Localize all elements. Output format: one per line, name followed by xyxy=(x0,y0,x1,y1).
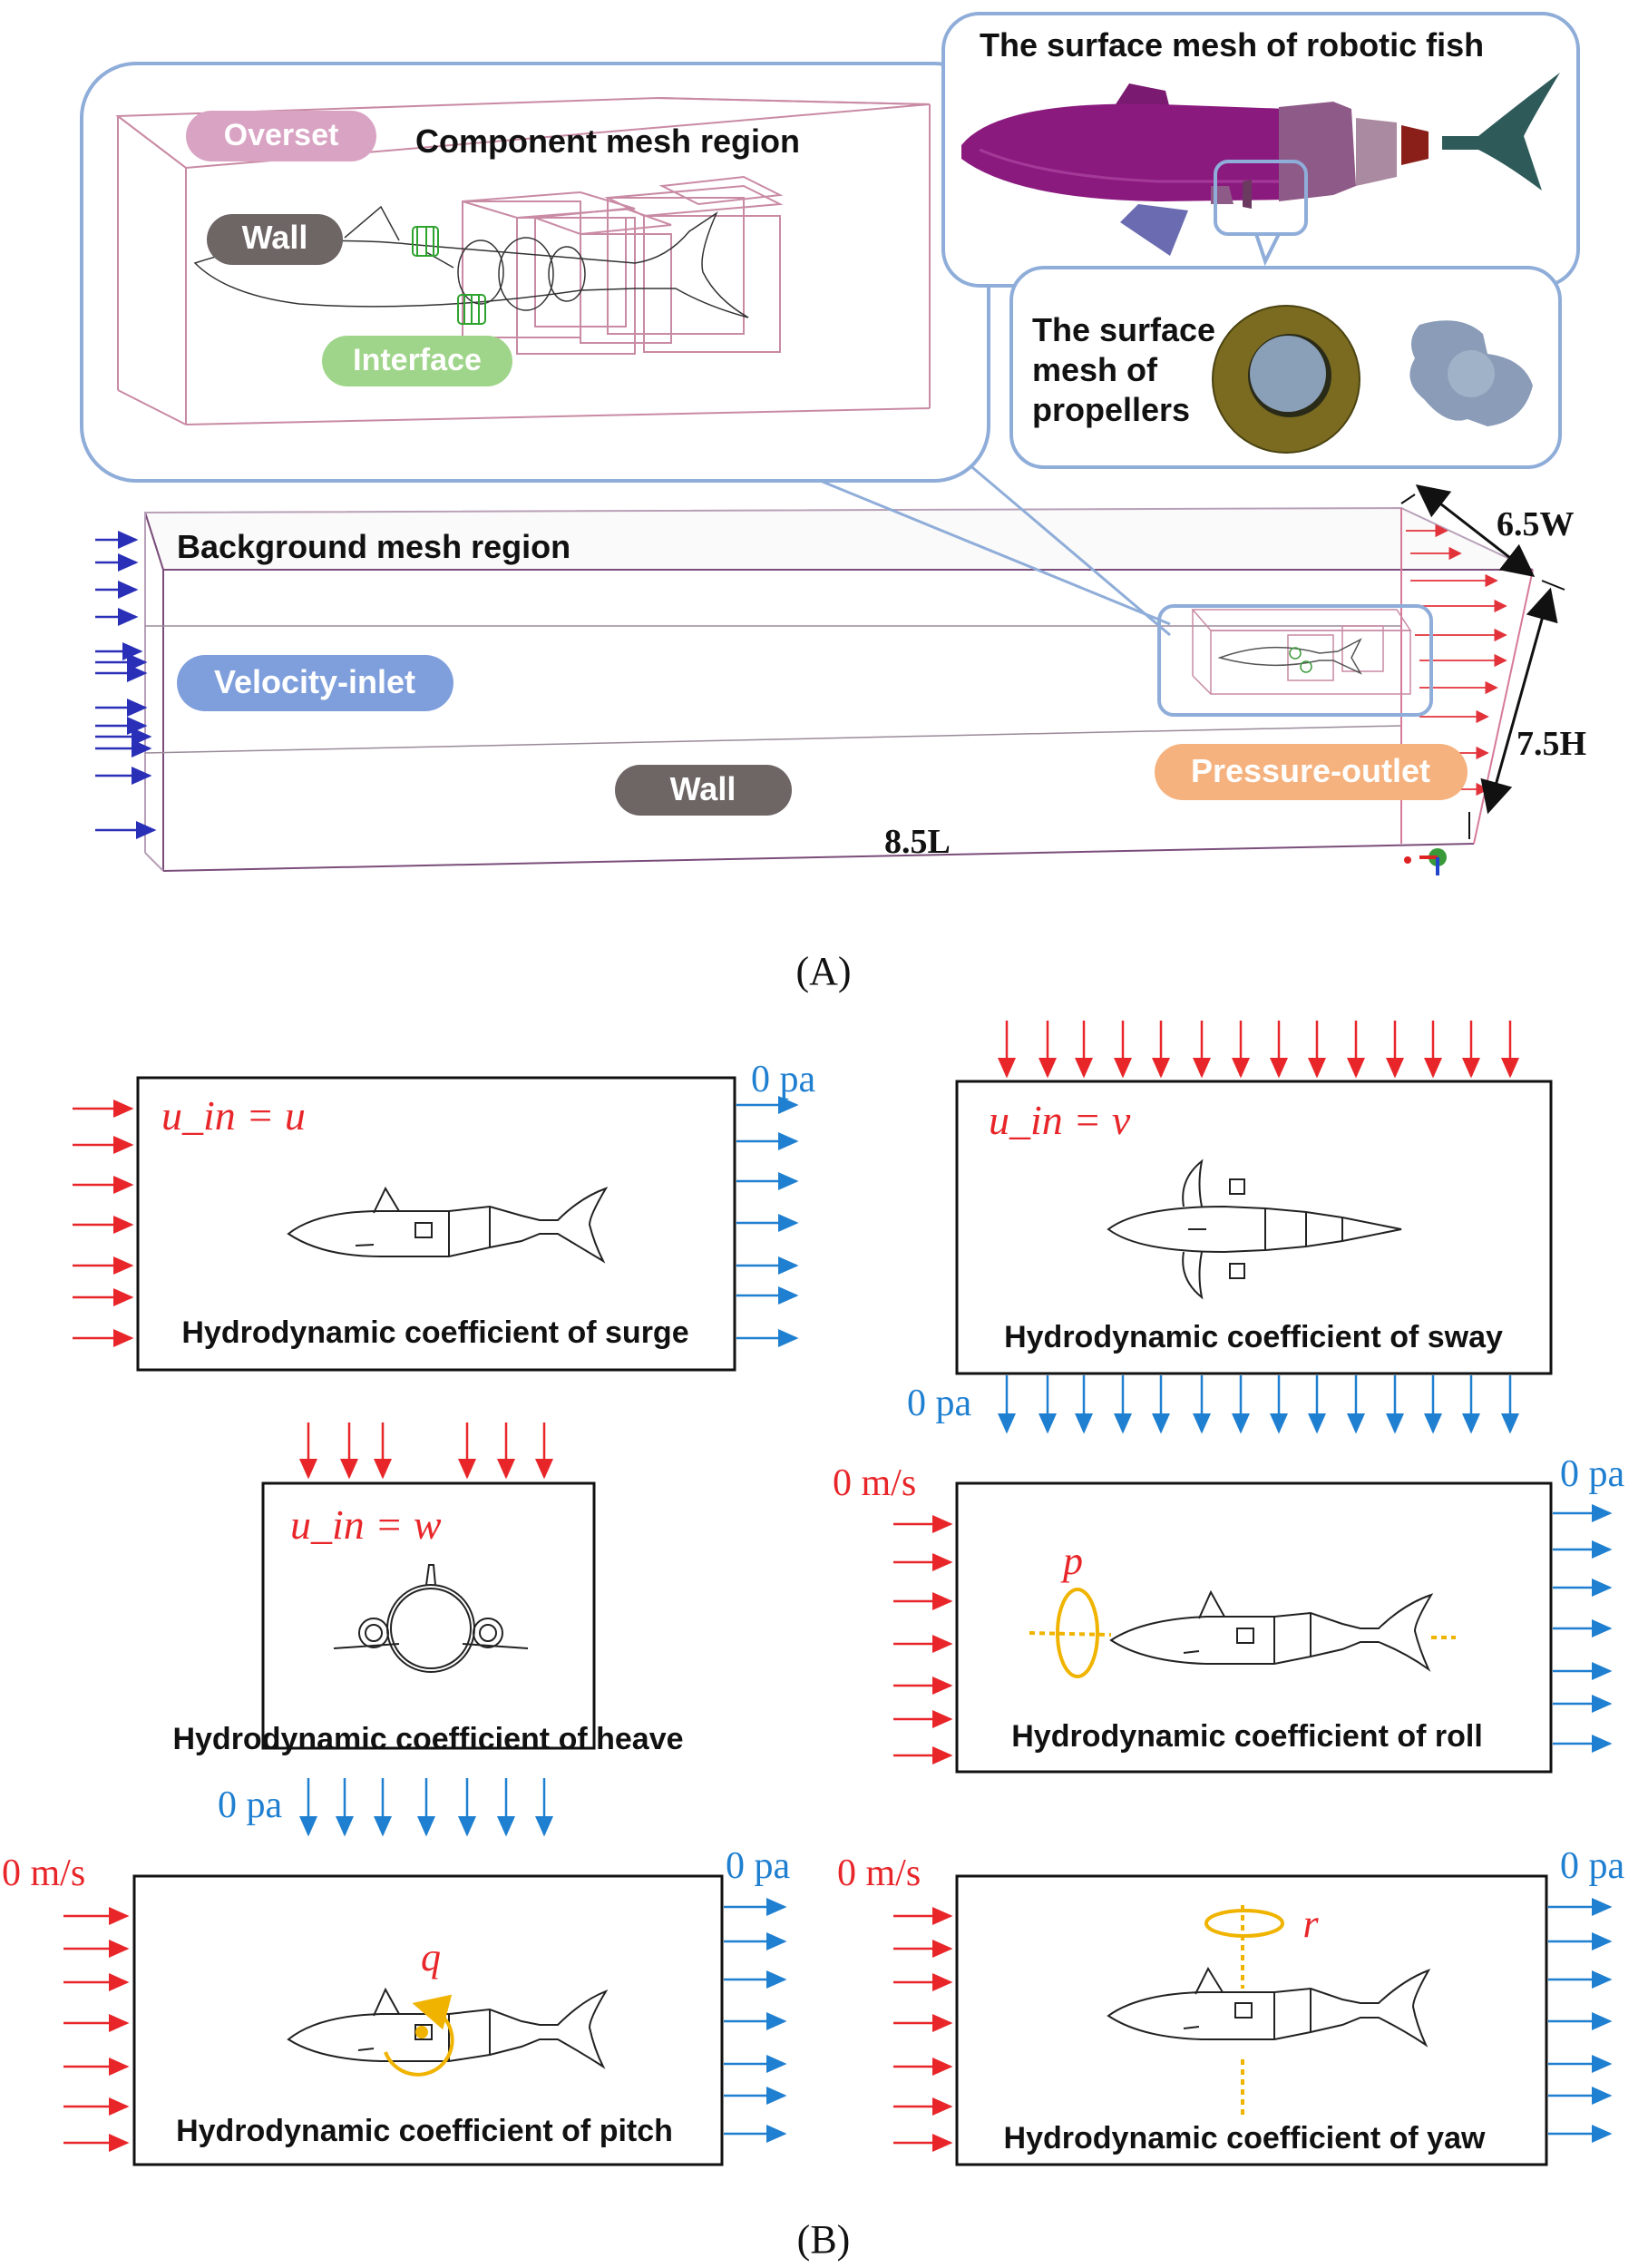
heave-fish-front xyxy=(333,1564,529,1673)
pitch-rotation-label: q xyxy=(421,1935,441,1980)
dim-length-label: 8.5L xyxy=(884,823,951,861)
roll-title: Hydrodynamic coefficient of roll xyxy=(1011,1719,1483,1754)
yaw-outlet-label: 0 pa xyxy=(1560,1845,1625,1887)
panel-b: u_in = u 0 pa Hydrodynamic coefficient o… xyxy=(2,1021,1625,2262)
surge-outlet-label: 0 pa xyxy=(751,1059,816,1100)
pitch-title: Hydrodynamic coefficient of pitch xyxy=(176,2114,673,2148)
pitch-outlet-label: 0 pa xyxy=(726,1845,791,1887)
case-roll: 0 m/s 0 pa p Hydrodynamic coefficient of… xyxy=(833,1453,1625,1774)
case-pitch: 0 m/s 0 pa q Hydrodynamic coefficient of… xyxy=(2,1845,791,2166)
fish-mesh-title: The surface mesh of robotic fish xyxy=(980,26,1484,64)
component-mesh-wireframe xyxy=(115,96,931,425)
roll-outlet-label: 0 pa xyxy=(1560,1453,1625,1495)
sway-fish-top xyxy=(1107,1158,1402,1300)
roll-rotation-icon xyxy=(1029,1588,1456,1678)
component-region-label: Component mesh region xyxy=(415,122,800,160)
roll-inlet-label: 0 m/s xyxy=(833,1462,916,1504)
surge-inlet-label: u_in = u xyxy=(161,1092,306,1139)
propeller-blade-render xyxy=(1409,320,1533,426)
roll-rotation-label: p xyxy=(1060,1539,1083,1583)
roll-fish-side xyxy=(1109,1589,1434,1673)
background-inlet-arrows xyxy=(95,531,157,839)
propeller-zoom-pointer xyxy=(1254,233,1281,267)
propeller-mesh-label: The surface mesh of propellers xyxy=(1032,311,1215,428)
small-component-box xyxy=(1191,609,1412,695)
pitch-inlet-label: 0 m/s xyxy=(2,1853,85,1894)
sway-inlet-label: u_in = v xyxy=(989,1097,1131,1143)
velocity-inlet-tag-text: Velocity-inlet xyxy=(214,663,415,700)
heave-title: Hydrodynamic coefficient of heave xyxy=(172,1722,683,1756)
dimension-arrows xyxy=(1400,484,1565,839)
panel-a-caption: (A) xyxy=(795,949,851,993)
yaw-rotation-label: r xyxy=(1302,1901,1319,1946)
propeller-mesh-label-line-2: mesh of xyxy=(1032,351,1158,388)
panel-a: Overset Component mesh region Wall Inter… xyxy=(80,12,1586,993)
yaw-fish-side xyxy=(1107,1966,1431,2048)
interface-tag: Interface xyxy=(322,336,512,386)
panel-b-caption: (B) xyxy=(797,2217,851,2262)
pitch-rotation-icon xyxy=(384,1994,454,2077)
callout-connectors xyxy=(797,456,1171,637)
case-yaw: 0 m/s 0 pa r Hydrodynamic coefficient of… xyxy=(837,1845,1625,2166)
case-sway: u_in = v 0 pa Hydrodynamic coefficient o… xyxy=(907,1021,1553,1434)
yaw-inlet-label: 0 m/s xyxy=(837,1853,921,1894)
sway-title: Hydrodynamic coefficient of sway xyxy=(1004,1320,1503,1354)
dim-height-label: 7.5H xyxy=(1516,725,1586,763)
heave-inlet-label: u_in = w xyxy=(290,1501,442,1548)
pressure-outlet-tag: Pressure-outlet xyxy=(1155,744,1468,800)
propeller-duct-render xyxy=(1212,305,1360,454)
surge-fish-side xyxy=(287,1186,609,1264)
robotic-fish-mesh-render xyxy=(961,73,1560,256)
wall-tag-component: Wall xyxy=(207,214,343,265)
component-fish-outline xyxy=(193,205,749,325)
component-zoom-frame xyxy=(1157,604,1433,717)
velocity-inlet-tag: Velocity-inlet xyxy=(177,655,453,711)
axis-triad-icon xyxy=(1404,848,1447,875)
dim-width-label: 6.5W xyxy=(1497,505,1575,543)
yaw-rotation-icon xyxy=(1204,1905,1284,2118)
bottom-wall-tag: Wall xyxy=(615,765,792,816)
surge-title: Hydrodynamic coefficient of surge xyxy=(181,1315,688,1350)
case-heave: u_in = w 0 pa Hydrodynamic coefficient o… xyxy=(172,1422,684,1837)
wall-tag-component-text: Wall xyxy=(242,219,308,256)
pressure-outlet-tag-text: Pressure-outlet xyxy=(1191,752,1430,789)
background-region-label: Background mesh region xyxy=(177,528,570,565)
yaw-title: Hydrodynamic coefficient of yaw xyxy=(1004,2121,1486,2156)
propeller-mesh-label-line-3: propellers xyxy=(1032,391,1190,428)
overset-tag: Overset xyxy=(186,111,376,161)
bottom-wall-tag-text: Wall xyxy=(670,770,736,807)
sway-outlet-label: 0 pa xyxy=(907,1383,972,1424)
case-surge: u_in = u 0 pa Hydrodynamic coefficient o… xyxy=(73,1059,816,1372)
heave-outlet-label: 0 pa xyxy=(218,1784,283,1826)
overset-tag-text: Overset xyxy=(224,118,339,152)
propeller-zoom-box xyxy=(1214,160,1308,236)
interface-tag-text: Interface xyxy=(353,343,482,377)
propeller-mesh-label-line-1: The surface xyxy=(1032,311,1215,348)
